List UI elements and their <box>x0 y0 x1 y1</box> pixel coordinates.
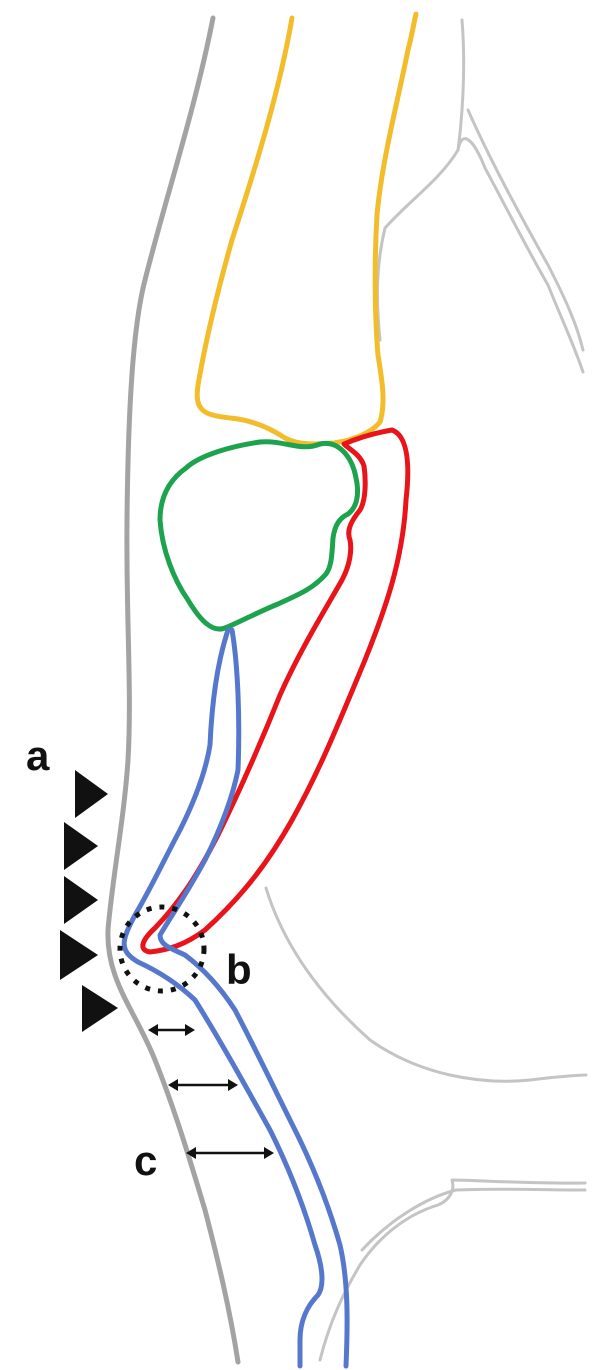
soft-tissue-upper-edge-outline <box>468 110 583 350</box>
soft-tissue-bottom-outline <box>320 1180 585 1360</box>
measure-arrow-2 <box>168 1079 238 1091</box>
label-b: b <box>226 946 252 993</box>
soft-tissue-lower-outline <box>266 888 586 1081</box>
soft-tissue-outlines <box>266 20 586 1360</box>
upper-bone-outline <box>197 14 416 444</box>
tendon <box>124 630 347 1366</box>
arrowhead-3 <box>64 876 98 924</box>
arrowhead-4 <box>60 930 98 980</box>
arrowhead-5 <box>82 985 118 1032</box>
long-bone-outline <box>143 430 408 952</box>
skin-outline <box>108 18 238 1362</box>
measure-arrow-3 <box>186 1147 274 1159</box>
label-c: c <box>134 1137 157 1184</box>
soft-tissue-bottom-inner-outline <box>362 1189 585 1250</box>
arrowhead-2 <box>64 822 98 870</box>
tendon-outer-line <box>124 630 322 1366</box>
label-a: a <box>26 732 50 779</box>
soft-tissue-upper-inner-outline <box>377 150 458 340</box>
arrowhead-1 <box>75 770 108 818</box>
measure-arrow-1 <box>148 1024 195 1036</box>
soft-tissue-upper-outline <box>458 20 583 372</box>
